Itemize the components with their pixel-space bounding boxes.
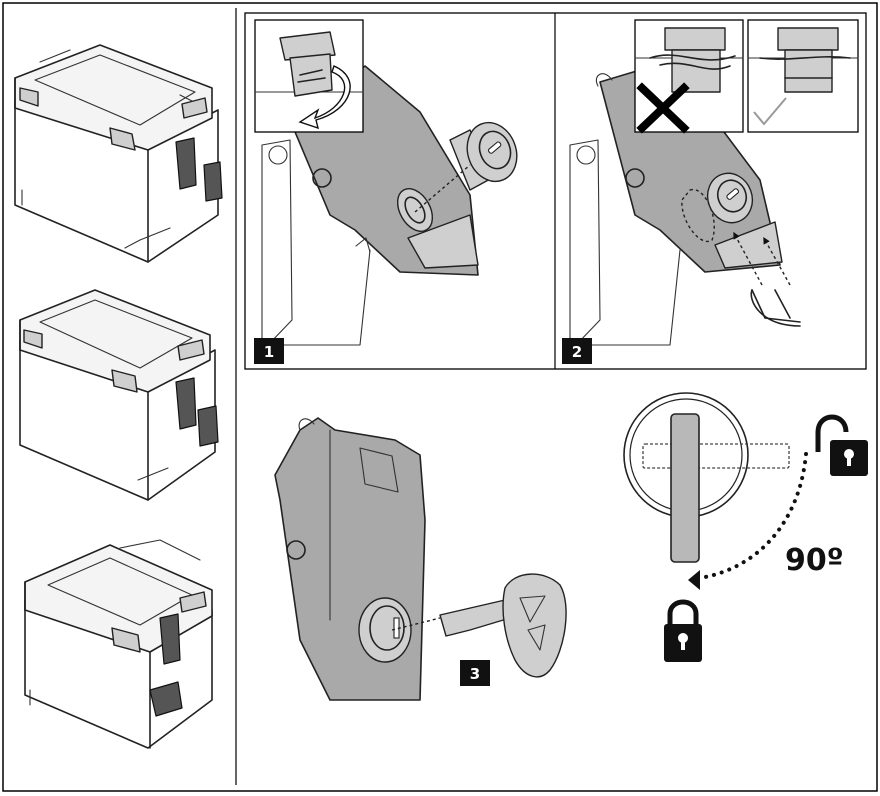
case-large-icon — [14, 44, 223, 263]
rotation-arc — [698, 452, 808, 580]
step2-label: 2 — [572, 343, 582, 361]
step1-label: 1 — [264, 343, 274, 361]
step2-diagram: 2 — [562, 19, 859, 364]
case-top-icon — [24, 539, 213, 749]
step3-diagram: 3 — [274, 417, 567, 701]
rotation-angle-label: 90º — [785, 543, 844, 578]
cross-icon — [636, 82, 690, 134]
step3-label: 3 — [470, 665, 480, 683]
key-slot-position-closed — [670, 413, 700, 563]
key-icon — [439, 573, 567, 678]
rotation-arrow-head — [688, 570, 700, 590]
step1-diagram: 1 — [254, 19, 518, 364]
lock-barrel-icon — [449, 121, 518, 191]
key-slot-position-open — [642, 443, 790, 469]
step2-label-box — [562, 338, 592, 364]
lock-open-icon — [815, 414, 868, 476]
step3-label-box — [460, 660, 490, 686]
check-icon — [753, 97, 787, 126]
step1-label-box — [254, 338, 284, 364]
case-medium-icon — [19, 289, 219, 501]
lock-closed-icon — [664, 599, 702, 662]
rotation-diagram: 90º — [623, 392, 868, 662]
